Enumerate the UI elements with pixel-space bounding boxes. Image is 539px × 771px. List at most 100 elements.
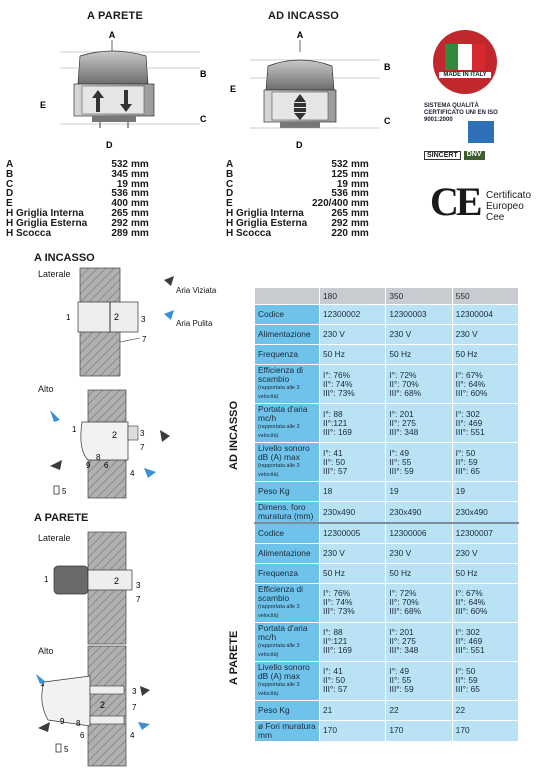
spec-name-text: Dimens. foro muratura (mm) xyxy=(258,502,314,521)
dim-u: mm xyxy=(351,198,369,210)
spec-value: I°: 50 II°: 59 III°: 65 xyxy=(451,442,520,482)
dim-u: mm xyxy=(351,217,369,229)
spec-row-name: Efficienza di scambio(rapportata alle 3 … xyxy=(254,364,320,404)
dim-d-left: D xyxy=(106,140,113,150)
spec-value: 12300002 xyxy=(318,304,387,325)
spec-row-name: Livello sonoro dB (A) max(rapportata all… xyxy=(254,660,320,701)
part-5-label-2: 5 xyxy=(64,745,69,754)
svg-text:1: 1 xyxy=(72,425,77,434)
spec-name-text: Portata d'aria mc/h xyxy=(258,622,308,642)
spec-row-name: Frequenza xyxy=(254,344,320,365)
spec-name-text: ø Fori muratura mm xyxy=(258,720,316,740)
dim-k: E xyxy=(226,198,233,210)
dim-k: B xyxy=(6,168,14,180)
dim-u: mm xyxy=(131,227,149,239)
dim-u: mm xyxy=(131,188,149,200)
dim-k: D xyxy=(6,188,14,200)
svg-text:6: 6 xyxy=(104,461,109,470)
spec-value: I°: 88 II°:121 III°: 169 xyxy=(318,621,387,662)
spec-row-name: Dimens. foro muratura (mm) xyxy=(254,501,320,524)
spec-value: 12300007 xyxy=(451,522,520,544)
spec-value: 50 Hz xyxy=(318,344,387,365)
dim-v: 265 xyxy=(331,207,348,219)
dim-c-right: C xyxy=(384,116,391,126)
dim-k: C xyxy=(6,178,14,190)
dim-u: mm xyxy=(131,217,149,229)
svg-text:4: 4 xyxy=(130,469,135,478)
svg-text:4: 4 xyxy=(130,731,135,740)
spec-value: I°: 49 II°: 55 III°: 59 xyxy=(385,442,453,482)
spec-value: 230 V xyxy=(318,324,387,345)
spec-row-name: Peso Kg xyxy=(254,481,320,502)
spec-value: I°: 302 II°: 469 III°: 551 xyxy=(451,403,520,443)
ad-incasso-side-label: AD INCASSO xyxy=(228,400,240,470)
spec-name-text: Livello sonoro dB (A) max xyxy=(258,443,310,462)
ce-text-line-3: Cee xyxy=(486,212,505,223)
dim-u: mm xyxy=(351,168,369,180)
dim-u: mm xyxy=(131,159,149,170)
ce-text-line-1: Certificato xyxy=(486,190,532,201)
spec-value: 50 Hz xyxy=(451,562,520,584)
dim-v: 19 xyxy=(336,178,348,190)
dim-k: B xyxy=(226,168,234,180)
column-header: 180 xyxy=(318,287,387,305)
spec-row-name: Alimentazione xyxy=(254,542,320,564)
dim-u: mm xyxy=(131,207,149,219)
spec-name-text: Alimentazione xyxy=(258,547,311,558)
alto-label-1: Alto xyxy=(38,384,54,394)
spec-row-name: Codice xyxy=(254,304,320,325)
dim-v: 265 xyxy=(111,207,128,219)
spec-value: 230 V xyxy=(385,542,453,564)
dim-a-left: A xyxy=(109,30,116,40)
spec-row-name: Livello sonoro dB (A) max(rapportata all… xyxy=(254,442,320,482)
dim-a-right: A xyxy=(297,30,304,40)
made-in-italy-text: MADE IN ITALY xyxy=(439,72,491,78)
dim-b-left: B xyxy=(200,69,207,79)
arrow-icon-viziata xyxy=(164,276,174,286)
spec-value: I°: 201 II°: 275 III°: 348 xyxy=(385,621,453,662)
dim-v: 345 xyxy=(111,168,128,180)
spec-row: Portata d'aria mc/h(rapportata alle 3 ve… xyxy=(254,621,520,662)
dim-u: mm xyxy=(131,178,149,190)
spec-row-name: Peso Kg xyxy=(254,699,320,721)
arrow-icon-pulita xyxy=(164,310,174,320)
spec-name-sub: (rapportata alle 3 velocità) xyxy=(258,642,300,658)
spec-row: Efficienza di scambio(rapportata alle 3 … xyxy=(254,364,520,404)
spec-name-text: Livello sonoro dB (A) max xyxy=(258,661,310,681)
spec-name-sub: (rapportata alle 3 velocità) xyxy=(258,424,300,439)
spec-value: 12300004 xyxy=(451,304,520,325)
alto-label-2: Alto xyxy=(38,646,54,656)
spec-value: 170 xyxy=(451,719,520,742)
spec-name-text: Frequenza xyxy=(258,567,299,578)
incasso-title: AD INCASSO xyxy=(268,10,340,22)
dim-u: mm xyxy=(131,168,149,180)
svg-text:3: 3 xyxy=(140,429,145,438)
dim-v: 289 xyxy=(111,227,128,239)
spec-value: I°: 49 II°: 55 III°: 59 xyxy=(385,660,453,701)
spec-row: Livello sonoro dB (A) max(rapportata all… xyxy=(254,442,520,482)
svg-text:1: 1 xyxy=(44,575,49,584)
spec-value: I°: 72% II°: 70% III°: 68% xyxy=(385,582,453,623)
spec-value: 12300006 xyxy=(385,522,453,544)
svg-text:2: 2 xyxy=(114,576,119,586)
dim-v: 532 xyxy=(331,159,348,170)
parete-unit-drawing xyxy=(60,40,200,128)
svg-text:2: 2 xyxy=(112,430,117,440)
spec-row-name: Codice xyxy=(254,522,320,544)
spec-name-sub: (rapportata alle 3 velocità) xyxy=(258,463,300,478)
